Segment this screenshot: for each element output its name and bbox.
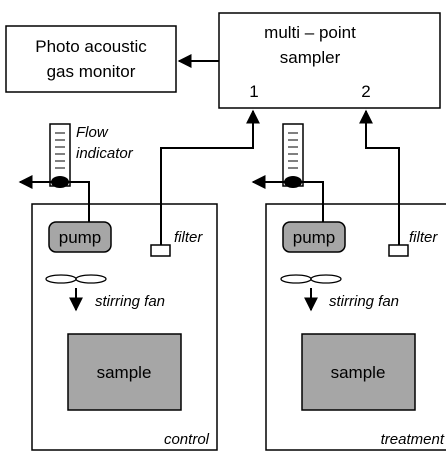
control-pump (48, 221, 112, 253)
sampler-label-line2: sampler (280, 48, 341, 67)
control-sample (67, 333, 182, 411)
flow-indicator-label-line2: indicator (76, 145, 134, 162)
treatment-filter (388, 244, 409, 257)
control-pump-label: pump (59, 228, 102, 247)
flow-float-icon (284, 176, 302, 188)
control-chamber-label: control (164, 431, 210, 448)
treatment-exhaust-arrow (251, 175, 324, 222)
treatment-pump (282, 221, 346, 253)
treatment-sample-line (359, 109, 400, 224)
control-chamber: Flow indicator pump filter stirring fan … (18, 109, 260, 451)
treatment-filter-label: filter (409, 229, 438, 246)
treatment-chamber-label: treatment (381, 431, 445, 448)
flow-float-icon (51, 176, 69, 188)
sampler-label-line1: multi – point (264, 23, 356, 42)
control-exhaust-arrow (18, 175, 90, 222)
treatment-sample-label: sample (331, 363, 386, 382)
flow-indicator-label-line1: Flow (76, 124, 109, 141)
gas-monitor-box: Photo acoustic gas monitor (5, 25, 177, 93)
sampler-port-2: 2 (361, 82, 370, 101)
control-sample-line (160, 109, 260, 224)
gas-monitor-label-line1: Photo acoustic (35, 37, 147, 56)
control-fan-icon (45, 274, 107, 284)
control-filter (150, 244, 171, 257)
control-sample-label: sample (97, 363, 152, 382)
sampler-port-1: 1 (249, 82, 258, 101)
treatment-pump-label: pump (293, 228, 336, 247)
gas-monitor-label-line2: gas monitor (47, 62, 136, 81)
treatment-chamber: pump filter stirring fan sample treatmen… (251, 109, 446, 451)
treatment-fan-icon (280, 274, 342, 284)
control-filter-label: filter (174, 229, 203, 246)
treatment-sample (301, 333, 416, 411)
sampler-box: multi – point sampler 1 2 (218, 12, 441, 109)
control-fan-label: stirring fan (95, 293, 165, 310)
treatment-fan-label: stirring fan (329, 293, 399, 310)
